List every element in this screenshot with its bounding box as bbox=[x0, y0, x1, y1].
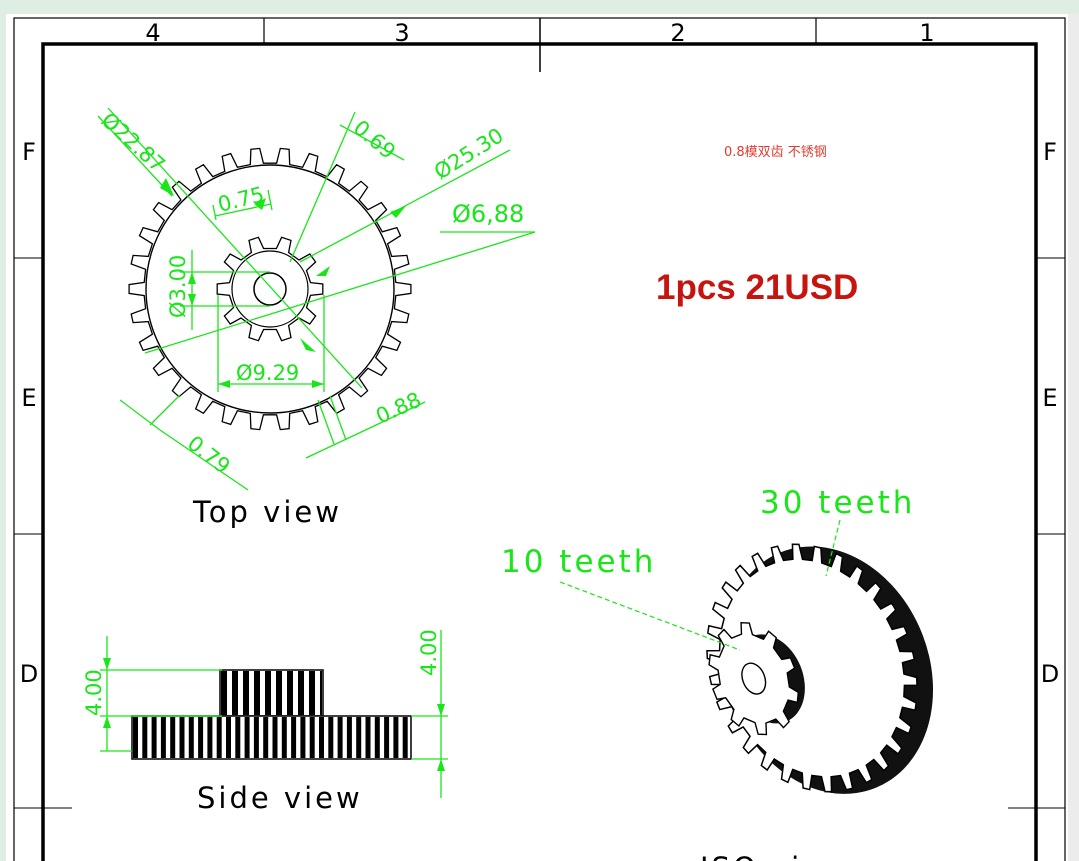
iso-bore bbox=[741, 662, 767, 695]
side-view bbox=[131, 669, 412, 760]
tooth-stripe bbox=[244, 717, 250, 758]
top-view-caption: Top view bbox=[192, 495, 342, 529]
zone-col-4: 4 bbox=[145, 19, 160, 47]
iso-leader-lines bbox=[559, 519, 841, 651]
side-view-caption: Side view bbox=[197, 781, 363, 815]
dim-diameter-9-29: Ø9.29 bbox=[236, 361, 299, 385]
bore-circle bbox=[253, 272, 287, 306]
tooth-stripe bbox=[235, 717, 241, 758]
small-gear-root-circle bbox=[231, 250, 309, 328]
side-dim-left-4-00: 4.00 bbox=[82, 669, 106, 716]
tooth-stripe bbox=[309, 671, 315, 715]
tooth-stripe bbox=[281, 717, 287, 758]
zone-row-f-left: F bbox=[22, 138, 36, 166]
tooth-stripe bbox=[300, 717, 306, 758]
iso-callout-30-teeth: 30 teeth bbox=[760, 485, 915, 521]
tooth-stripe bbox=[319, 717, 324, 758]
side-dim-right-4-00: 4.00 bbox=[417, 629, 441, 676]
tooth-stripe bbox=[226, 717, 231, 758]
iso-view-caption-partial: ISO view bbox=[700, 851, 850, 861]
side-view-arrowheads bbox=[103, 658, 445, 771]
tooth-stripe bbox=[337, 717, 343, 758]
tooth-stripe bbox=[207, 717, 213, 758]
tooth-stripe bbox=[232, 671, 238, 715]
zone-row-d-left: D bbox=[20, 660, 38, 688]
tooth-stripe bbox=[151, 717, 157, 758]
tooth-stripe bbox=[188, 717, 194, 758]
tooth-stripe bbox=[253, 717, 259, 758]
zone-labels: 4 3 2 1 F E D F E D bbox=[20, 19, 1059, 688]
tooth-stripe bbox=[356, 717, 362, 758]
tooth-stripe bbox=[221, 671, 227, 715]
zone-row-e-right: E bbox=[1042, 384, 1057, 412]
drawing-border bbox=[41, 42, 1038, 861]
tooth-stripe bbox=[170, 717, 176, 758]
tooth-stripe bbox=[393, 717, 399, 758]
module-material-note: 0.8模双齿 不锈钢 bbox=[724, 145, 827, 160]
zone-row-f-right: F bbox=[1043, 138, 1057, 166]
tooth-stripe bbox=[179, 717, 185, 758]
dim-diameter-3-00: Ø3.00 bbox=[166, 255, 190, 318]
side-small-gear-teeth bbox=[221, 671, 322, 715]
zone-row-d-right: D bbox=[1041, 660, 1059, 688]
price-label: 1pcs 21USD bbox=[656, 268, 859, 307]
tooth-stripe bbox=[142, 717, 148, 758]
top-view-dimension-lines bbox=[97, 107, 536, 491]
tooth-stripe bbox=[263, 717, 269, 758]
small-gear-outline bbox=[216, 236, 324, 342]
side-large-gear-body bbox=[131, 715, 412, 760]
tooth-stripe bbox=[384, 717, 390, 758]
iso-view: 30 teeth 10 teeth ISO view bbox=[501, 485, 934, 861]
tooth-stripe bbox=[291, 717, 297, 758]
zone-col-3: 3 bbox=[394, 19, 409, 47]
tooth-stripe bbox=[298, 671, 304, 715]
tooth-stripe bbox=[374, 717, 380, 758]
iso-callout-10-teeth: 10 teeth bbox=[501, 544, 656, 580]
tooth-stripe bbox=[133, 717, 138, 758]
tooth-stripe bbox=[265, 671, 271, 715]
tooth-stripe bbox=[160, 717, 166, 758]
tooth-stripe bbox=[328, 717, 334, 758]
tooth-stripe bbox=[243, 671, 249, 715]
tooth-stripe bbox=[309, 717, 315, 758]
side-large-gear-teeth bbox=[133, 717, 408, 758]
tooth-stripe bbox=[320, 671, 322, 715]
side-view-dimension-text: 4.00 4.00 bbox=[82, 629, 441, 716]
tooth-stripe bbox=[254, 671, 260, 715]
top-view-arrowheads bbox=[160, 178, 406, 388]
tooth-stripe bbox=[272, 717, 278, 758]
tooth-stripe bbox=[276, 671, 282, 715]
large-gear-root-circle bbox=[145, 164, 395, 414]
zone-col-2: 2 bbox=[670, 19, 685, 47]
zone-col-1: 1 bbox=[919, 19, 934, 47]
dim-diameter-6-88: Ø6,88 bbox=[452, 200, 524, 228]
tooth-stripe bbox=[346, 717, 352, 758]
tooth-stripe bbox=[216, 717, 222, 758]
tooth-stripe bbox=[365, 717, 371, 758]
tooth-stripe bbox=[402, 717, 408, 758]
tooth-stripe bbox=[287, 671, 293, 715]
tooth-stripe bbox=[198, 717, 204, 758]
zone-row-e-left: E bbox=[21, 384, 36, 412]
